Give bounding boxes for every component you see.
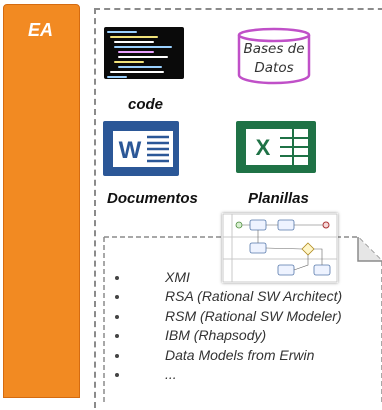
list-item: Data Models from Erwin (115, 346, 342, 365)
model-sources-list: XMI RSA (Rational SW Architect) RSM (Rat… (115, 268, 342, 384)
word-letter: W (119, 137, 142, 164)
ea-sidebar (3, 4, 80, 398)
list-item: ... (115, 365, 342, 384)
code-icon (104, 27, 184, 79)
list-item: RSA (Rational SW Architect) (115, 287, 342, 306)
sources-frame (94, 8, 382, 408)
excel-letter: X (256, 135, 271, 160)
code-label: code (128, 96, 164, 113)
models-note (102, 235, 382, 405)
list-item: XMI (115, 268, 342, 287)
database-label-line1: Bases de (243, 41, 305, 57)
list-item: RSM (Rational SW Modeler) (115, 307, 342, 326)
ea-label: EA (28, 20, 54, 40)
process-diagram-thumbnail (222, 213, 338, 283)
spreadsheets-label: Planillas (248, 190, 309, 207)
list-item: IBM (Rhapsody) (115, 326, 342, 345)
excel-spreadsheet-icon: X (236, 121, 316, 173)
documents-label: Documentos (107, 190, 198, 207)
database-icon: Bases de Datos (235, 27, 313, 85)
database-label-line2: Datos (254, 60, 294, 76)
word-document-icon: W (103, 121, 179, 176)
